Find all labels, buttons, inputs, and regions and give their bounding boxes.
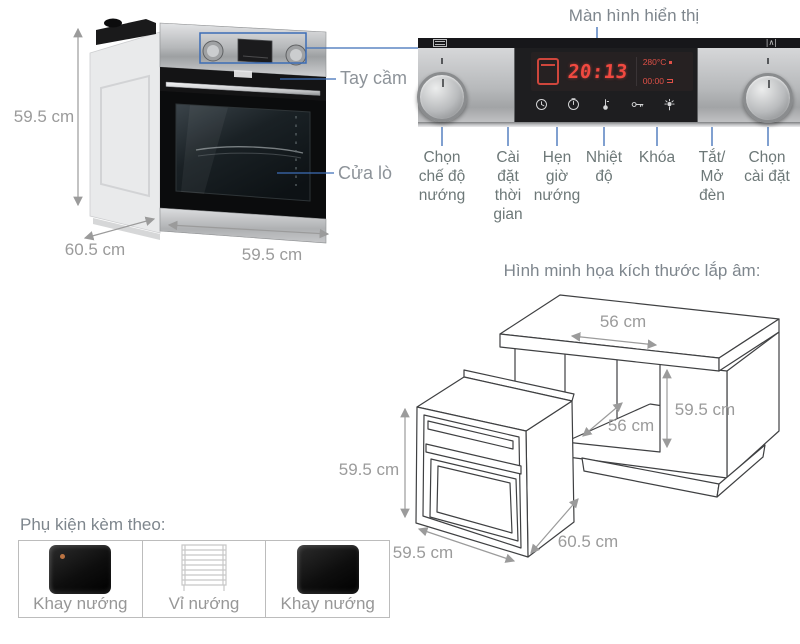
tray-dot [60,554,66,559]
oven-handle-bar [165,81,321,96]
label-set-time: Cài đặt thời gian [493,149,523,223]
dim-niche-depth: 56 cm [607,416,655,435]
baking-tray-image-1 [49,545,112,594]
display-temperature: 280°C [642,57,667,67]
accessories-table: Khay nướng Vỉ nướng Khay nướng [18,540,390,618]
grill-rack-icon [181,544,227,591]
handle-callout: Tay cầm [340,68,408,88]
width-arrow [167,220,330,239]
install-oven-control-strip [427,420,514,450]
thermometer-icon [602,99,609,110]
timer-indicator-icon [666,79,673,83]
dim-oven-width: 59.5 cm [241,245,303,264]
depth-arrow [83,216,156,241]
accessory-label: Khay nướng [33,594,128,613]
accessory-cell-tray-2: Khay nướng [266,541,389,617]
oven-display-photo [237,38,273,64]
oven-top-knob [104,18,122,28]
label-settings: Chọn cài đặt [744,149,790,185]
oven-side-emboss [100,74,150,198]
oven-install-illustration [415,369,575,558]
panel-center-section: 20:13 280°C 00:00 [514,48,698,122]
label-mode: Chọn chế độ nướng [418,149,466,204]
display-timer: 00:00 [642,76,664,86]
dim-install-oven-height: 59.5 cm [338,460,400,479]
oven-logo-plate [234,70,252,78]
lamp-icon [663,98,675,111]
panel-body: 20:13 280°C 00:00 [417,48,800,123]
oven-side-body [89,31,161,234]
panel-left-section [417,48,514,122]
oven-rack-reflection [195,146,304,154]
installation-title: Hình minh họa kích thước lắp âm: [503,261,761,280]
panel-front-lip [418,122,800,127]
oven-rack-reflection-2 [197,152,302,159]
display-divider [635,57,637,86]
panel-right-section [698,48,800,123]
install-dimension-arrows [400,332,672,563]
niche-depth-arrow [582,402,623,437]
glass-reflection [181,105,228,194]
oven-top-unit [96,19,156,45]
install-oven-depth-arrow [530,498,579,554]
cabinet-plinth-side [716,444,766,498]
dim-counter-width: 56 cm [599,312,647,331]
accessory-label: Vỉ nướng [168,594,240,613]
baking-tray-image-2 [296,545,359,594]
grill-rack-image [175,542,233,594]
label-light: Tắt/ Mở đèn [698,149,726,204]
door-arch-icon: |∧| [765,38,777,47]
mode-knob [417,72,467,122]
oven-mode-icon [537,58,559,85]
accessories-title: Phụ kiện kèm theo: [20,515,166,534]
label-cook-timer: Hẹn giờ nướng [533,149,581,204]
display-side-info: 280°C 00:00 [643,57,673,86]
countertop-right-edge [718,318,780,372]
label-lock: Khóa [638,149,676,166]
display-time: 20:13 [566,60,629,83]
install-oven-door-inset [422,414,522,549]
accessory-cell-rack: Vỉ nướng [143,541,267,617]
install-oven-handle [425,443,522,475]
dim-oven-height: 59.5 cm [13,107,75,126]
rack-level-icon [433,39,447,47]
oven-photo-left-knob-cap [207,45,219,57]
accessory-label: Khay nướng [280,594,375,613]
dim-install-oven-width: 59.5 cm [392,543,454,562]
install-oven-width-arrow [417,527,516,563]
top-width-arrow [570,332,658,349]
oven-door-glass [175,103,311,202]
clock-icon [535,99,547,110]
dim-oven-depth: 60.5 cm [64,240,126,259]
panel-top-strip: |∧| [418,38,800,48]
key-lock-icon [631,102,643,108]
cabinet-niche-opening [564,352,661,453]
accessory-cell-tray-1: Khay nướng [19,541,143,617]
door-callout: Cửa lò [338,163,393,183]
temp-indicator-icon [669,60,673,64]
control-panel-detail: |∧| 20:13 280°C 00:00 [417,38,800,127]
dim-niche-height: 59.5 cm [674,400,736,419]
oven-display-buttons [242,55,269,59]
timer-icon [567,98,579,110]
label-temperature: Nhiệt độ [585,149,623,185]
right-knob-mark [767,58,769,64]
dim-install-oven-depth: 60.5 cm [557,532,619,551]
oven-photo-right-knob-cap [290,49,302,61]
display-title: Màn hình hiển thị [568,6,700,25]
left-knob-mark [441,58,443,64]
photo-dimension-arrows [73,27,330,241]
oven-display: 20:13 280°C 00:00 [531,52,693,91]
oven-photo-illustration [89,18,327,244]
settings-knob [743,73,793,123]
